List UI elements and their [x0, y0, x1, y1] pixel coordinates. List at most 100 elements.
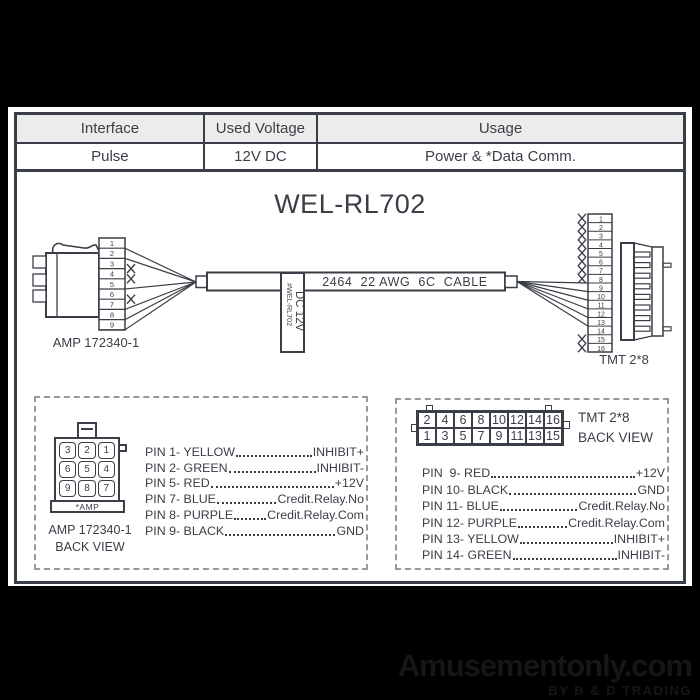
grid-pin-cell: 7 [472, 428, 490, 444]
dotted-leader [519, 541, 613, 544]
grid-pin-cell: 7 [97, 480, 115, 497]
right-plug-pin [633, 262, 651, 269]
x-mark [577, 239, 587, 250]
wire [124, 281, 197, 310]
pin-number: 6 [110, 290, 114, 299]
pin-number: 16 [597, 346, 605, 353]
cable-tag [280, 272, 305, 353]
pin-signal-label: INHIBIT+ [613, 531, 665, 546]
pin-number: 4 [110, 270, 114, 279]
tmt-backview-label: TMT 2*8 BACK VIEW [578, 408, 653, 448]
pin-number: 5 [599, 251, 603, 258]
spec-header-usage: Usage [318, 115, 683, 144]
right-plug-housing [651, 246, 664, 337]
pin-number: 2 [599, 225, 603, 232]
pin-wire-label: PIN 12- PURPLE [422, 515, 518, 530]
dotted-leader [491, 476, 635, 479]
pin-signal-label: +12V [635, 466, 665, 481]
wire [516, 280, 589, 327]
pin-wire-label: PIN 14- GREEN [422, 548, 512, 563]
pin-number: 6 [599, 260, 603, 267]
pin-number: 1 [599, 216, 603, 223]
left-connector-label: AMP 172340-1 [53, 335, 140, 350]
grid-pin-cell: 13 [526, 428, 544, 444]
pin-number: 9 [599, 285, 603, 292]
pin-signal-label: INHIBIT+ [312, 444, 364, 459]
pin-number: 1 [110, 239, 114, 248]
pin-assignment-row: PIN 5- RED+12V [145, 475, 364, 491]
wire [124, 281, 197, 331]
pin-signal-label: GND [336, 523, 364, 538]
left-plug-slot [32, 289, 47, 303]
left-pin-ladder-box [98, 237, 126, 331]
pin-number: 9 [110, 321, 114, 330]
page-title: WEL-RL702 [274, 189, 426, 219]
left-plug-slot [32, 273, 47, 287]
pin-number: 7 [599, 268, 603, 275]
pin-assignment-row: PIN 9- RED+12V [422, 464, 665, 480]
x-mark [577, 213, 587, 224]
right-plug-pin [633, 304, 651, 311]
dotted-leader [509, 492, 637, 495]
pin-number: 2 [110, 249, 114, 258]
x-mark [577, 273, 587, 284]
spec-sheet-page: Interface Used Voltage Usage Pulse 12V D… [8, 107, 692, 586]
grid-pin-cell: 2 [78, 442, 96, 459]
cable-ferrule-left [195, 275, 208, 289]
grid-pin-cell: 14 [526, 412, 544, 428]
wire [124, 281, 197, 321]
right-plug-mount-pin [662, 326, 672, 332]
right-plug-mount-pin [662, 262, 672, 268]
grid-pin-cell: 3 [59, 442, 77, 459]
grid-pin-cell: 5 [78, 461, 96, 478]
grid-pin-cell: 9 [59, 480, 77, 497]
pin-signal-label: Credit.Relay.No [578, 499, 665, 514]
grid-pin-cell: 8 [78, 480, 96, 497]
watermark-company: BY B & D TRADING [548, 683, 692, 698]
left-plug-body [45, 252, 100, 318]
x-mark [577, 247, 587, 258]
pin-wire-label: PIN 11- BLUE [422, 499, 499, 514]
watermark: Amusementonly.com BY B & D TRADING [398, 650, 693, 698]
grid-pin-cell: 4 [436, 412, 454, 428]
left-plug [32, 237, 126, 331]
dotted-leader [210, 486, 334, 489]
x-mark [577, 334, 587, 345]
wire [124, 281, 197, 290]
pin-signal-label: Credit.Relay.No [277, 492, 364, 507]
pin-number: 12 [597, 311, 605, 318]
pin-number: 14 [597, 329, 605, 336]
x-mark [577, 221, 587, 232]
tmt-grid-tab [563, 421, 570, 429]
cable-ferrule-right [504, 275, 518, 289]
grid-pin-cell: 16 [544, 412, 562, 428]
spec-value-usage: Power & *Data Comm. [318, 144, 683, 172]
pin-wire-label: PIN 1- YELLOW [145, 444, 235, 459]
dotted-leader [499, 509, 578, 512]
wire [124, 257, 197, 283]
pin-wire-label: PIN 2- GREEN [145, 460, 228, 475]
amp-backview-label-line2: BACK VIEW [55, 540, 125, 554]
pin-number: 8 [599, 277, 603, 284]
cable-tag-part-number: #WEL-RL702 [285, 283, 294, 326]
grid-pin-cell: 5 [454, 428, 472, 444]
x-mark [126, 263, 136, 274]
x-mark [577, 342, 587, 353]
wire [124, 247, 197, 283]
cable-tag-voltage: DC 12V [293, 291, 305, 332]
wire [516, 280, 589, 293]
